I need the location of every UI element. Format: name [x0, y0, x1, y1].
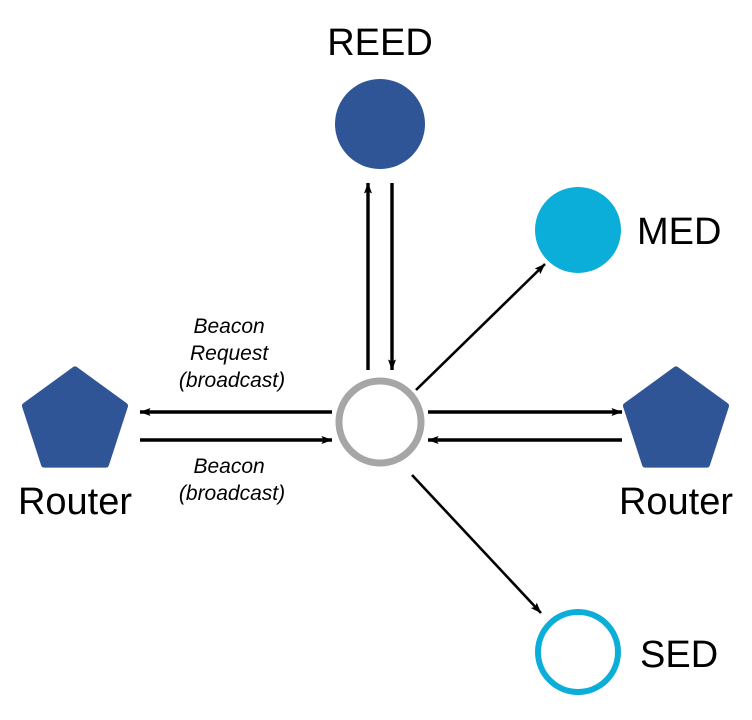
node-router-left[interactable]	[22, 366, 128, 468]
beacon-line-2: (broadcast)	[179, 482, 285, 505]
beacon-request-line-3: (broadcast)	[179, 369, 285, 392]
edge-label-beacon-request: Beacon Request (broadcast)	[179, 315, 285, 392]
node-label-sed: SED	[640, 634, 718, 676]
node-sed[interactable]	[535, 609, 621, 695]
edge-labels-group: Beacon Request (broadcast) Beacon (broad…	[179, 315, 285, 505]
node-reed[interactable]	[335, 79, 425, 169]
beacon-line-1: Beacon	[193, 455, 264, 478]
beacon-request-line-2: Request	[190, 342, 269, 365]
node-label-med: MED	[637, 211, 721, 253]
edges-group	[139, 182, 623, 614]
node-center[interactable]	[335, 377, 425, 467]
nodes-group	[22, 79, 729, 695]
node-router-right[interactable]	[623, 366, 729, 468]
edge-center-to-med	[415, 263, 546, 391]
node-label-router-right: Router	[619, 481, 733, 523]
node-label-router-left: Router	[18, 481, 132, 523]
node-med[interactable]	[535, 187, 621, 273]
edge-center-to-sed	[411, 474, 542, 614]
edge-label-beacon: Beacon (broadcast)	[179, 455, 285, 505]
beacon-request-line-1: Beacon	[193, 315, 264, 338]
node-labels-group: REED MED Router SED Router	[18, 22, 733, 676]
node-label-reed: REED	[327, 22, 433, 64]
